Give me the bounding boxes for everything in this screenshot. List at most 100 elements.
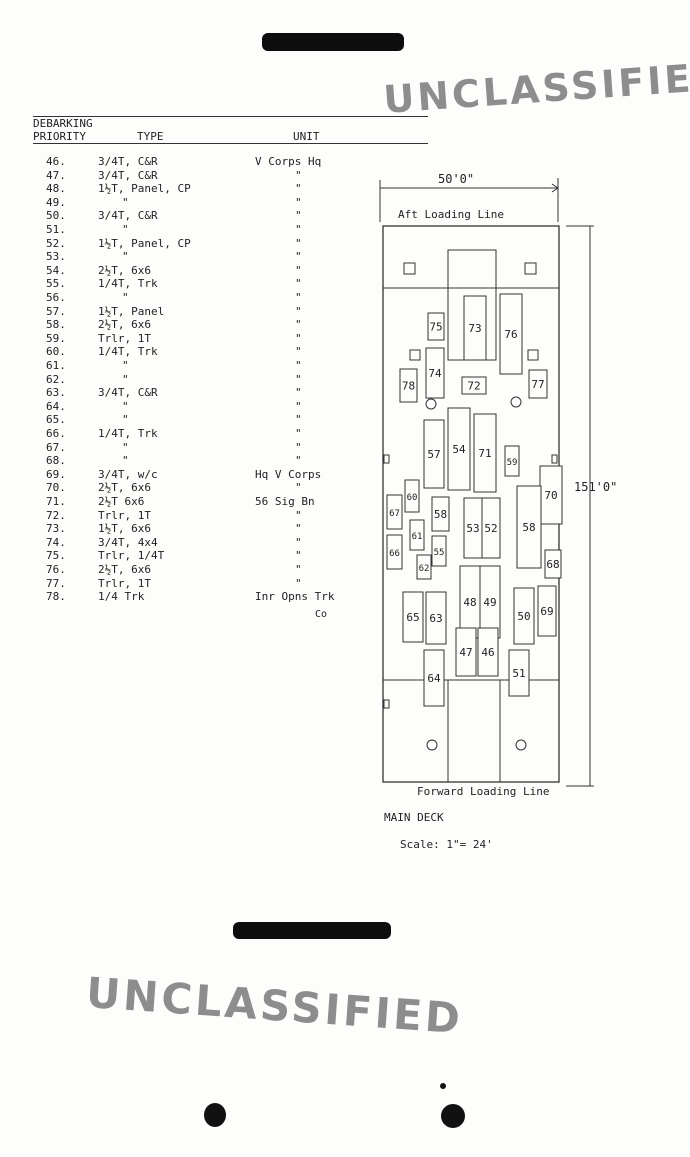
vehicle-63: 63 bbox=[425, 591, 447, 645]
header-unit: UNIT bbox=[293, 130, 320, 143]
vehicle-label: 47 bbox=[459, 646, 472, 659]
type-cell: 1/4T, Trk bbox=[98, 277, 158, 291]
type-cell: 1½T, 6x6 bbox=[98, 522, 151, 536]
vehicle-77: 77 bbox=[528, 369, 548, 399]
priority-cell: 49. bbox=[46, 195, 66, 209]
unit-cell: " bbox=[295, 345, 302, 359]
vehicle-74: 74 bbox=[425, 347, 445, 399]
unit-cell: " bbox=[295, 386, 302, 400]
vehicle-53: 53 bbox=[463, 497, 483, 559]
header-debarking: DEBARKING bbox=[33, 117, 93, 130]
vehicle-label: 75 bbox=[429, 321, 442, 334]
type-cell: 2½T, 6x6 bbox=[98, 263, 151, 277]
priority-cell: 52. bbox=[46, 236, 66, 250]
vehicle-label: 59 bbox=[507, 458, 518, 468]
redaction-bar-bottom bbox=[233, 922, 391, 939]
vehicle-76: 76 bbox=[499, 293, 523, 375]
vehicle-label: 64 bbox=[427, 672, 441, 685]
priority-cell: 56. bbox=[46, 291, 66, 304]
vehicle-49: 49 bbox=[479, 565, 501, 639]
priority-cell: 48. bbox=[46, 182, 66, 196]
unit-cell: " bbox=[295, 209, 302, 223]
vehicle-75: 75 bbox=[427, 312, 445, 341]
vehicle-label: 66 bbox=[389, 549, 400, 559]
table-row: 51."" bbox=[0, 223, 380, 237]
vehicle-67: 67 bbox=[386, 494, 403, 530]
aft-loading-line-label: Aft Loading Line bbox=[398, 208, 504, 221]
table-row: 54.2½T, 6x6" bbox=[0, 264, 380, 278]
priority-cell: 72. bbox=[46, 508, 66, 522]
type-cell: " bbox=[122, 223, 129, 236]
unit-cell: " bbox=[295, 576, 302, 590]
table-row: 74.3/4T, 4x4" bbox=[0, 536, 380, 550]
vehicle-72: 72 bbox=[461, 376, 487, 395]
vehicle-label: 77 bbox=[531, 378, 544, 391]
vehicle-label: 58 bbox=[522, 521, 535, 534]
vehicle-58: 58 bbox=[516, 485, 542, 569]
vehicle-47: 47 bbox=[455, 627, 477, 677]
table-row: 60.1/4T, Trk" bbox=[0, 345, 380, 359]
vehicle-71: 71 bbox=[473, 413, 497, 493]
table-row: 72.Trlr, 1T" bbox=[0, 509, 380, 523]
unit-cell: " bbox=[295, 291, 302, 304]
priority-cell: 70. bbox=[46, 481, 66, 495]
unit-cell: " bbox=[295, 250, 302, 264]
unit-cell: " bbox=[295, 195, 302, 209]
vehicle-46: 46 bbox=[477, 627, 499, 677]
vehicle-78: 78 bbox=[399, 368, 418, 403]
table-row: 70.2½T, 6x6" bbox=[0, 481, 380, 495]
priority-cell: 59. bbox=[46, 331, 66, 345]
priority-cell: 47. bbox=[46, 168, 66, 182]
unit-cell: " bbox=[295, 535, 302, 549]
vehicle-label: 48 bbox=[463, 596, 476, 609]
type-cell: " bbox=[122, 195, 129, 209]
type-cell: " bbox=[122, 372, 129, 386]
table-row: 65."" bbox=[0, 413, 380, 427]
vehicle-70: 70 bbox=[539, 465, 563, 525]
vehicle-label: 58 bbox=[434, 508, 447, 521]
table-row: 52.1½T, Panel, CP" bbox=[0, 237, 380, 251]
vehicle-label: 61 bbox=[412, 532, 423, 542]
table-row: 63.3/4T, C&R" bbox=[0, 386, 380, 400]
type-cell: 1/4T, Trk bbox=[98, 427, 158, 440]
priority-cell: 76. bbox=[46, 563, 66, 576]
type-cell: 1/4 Trk bbox=[98, 590, 145, 604]
type-cell: " bbox=[122, 359, 129, 372]
ink-speck bbox=[440, 1083, 446, 1089]
priority-cell: 61. bbox=[46, 359, 66, 372]
unit-cell: " bbox=[295, 372, 302, 386]
type-cell: 2½T, 6x6 bbox=[98, 318, 151, 332]
redaction-bar-top bbox=[262, 33, 404, 51]
vehicle-68: 68 bbox=[544, 549, 562, 579]
vehicle-label: 53 bbox=[466, 522, 479, 535]
header-priority: PRIORITY bbox=[33, 130, 86, 143]
vehicle-label: 71 bbox=[478, 447, 491, 460]
priority-cell: 65. bbox=[46, 413, 66, 427]
forward-loading-line-label: Forward Loading Line bbox=[417, 785, 550, 798]
unit-cell: 56 Sig Bn bbox=[255, 495, 315, 508]
type-cell: Trlr, 1T bbox=[98, 576, 151, 590]
priority-cell: 50. bbox=[46, 209, 66, 223]
vehicle-label: 57 bbox=[427, 448, 440, 461]
vehicle-48: 48 bbox=[459, 565, 481, 639]
unit-cell: " bbox=[295, 563, 302, 576]
table-row: 49. " " bbox=[0, 196, 380, 210]
vehicle-label: 70 bbox=[544, 489, 557, 502]
priority-cell: 77. bbox=[46, 576, 66, 590]
header-rule-bottom bbox=[33, 143, 428, 144]
unit-cell: " bbox=[295, 440, 302, 454]
type-cell: 3/4T, 4x4 bbox=[98, 535, 158, 549]
vehicle-label: 63 bbox=[429, 612, 442, 625]
priority-cell: 73. bbox=[46, 522, 66, 536]
last-unit-line2: Co bbox=[315, 609, 328, 620]
table-row: 77. Trlr, 1T " bbox=[0, 577, 380, 591]
priority-cell: 66. bbox=[46, 427, 66, 440]
unit-cell: " bbox=[295, 399, 302, 413]
unit-cell: " bbox=[295, 182, 302, 196]
vehicle-73: 73 bbox=[463, 295, 487, 361]
vehicle-label: 69 bbox=[540, 605, 553, 618]
